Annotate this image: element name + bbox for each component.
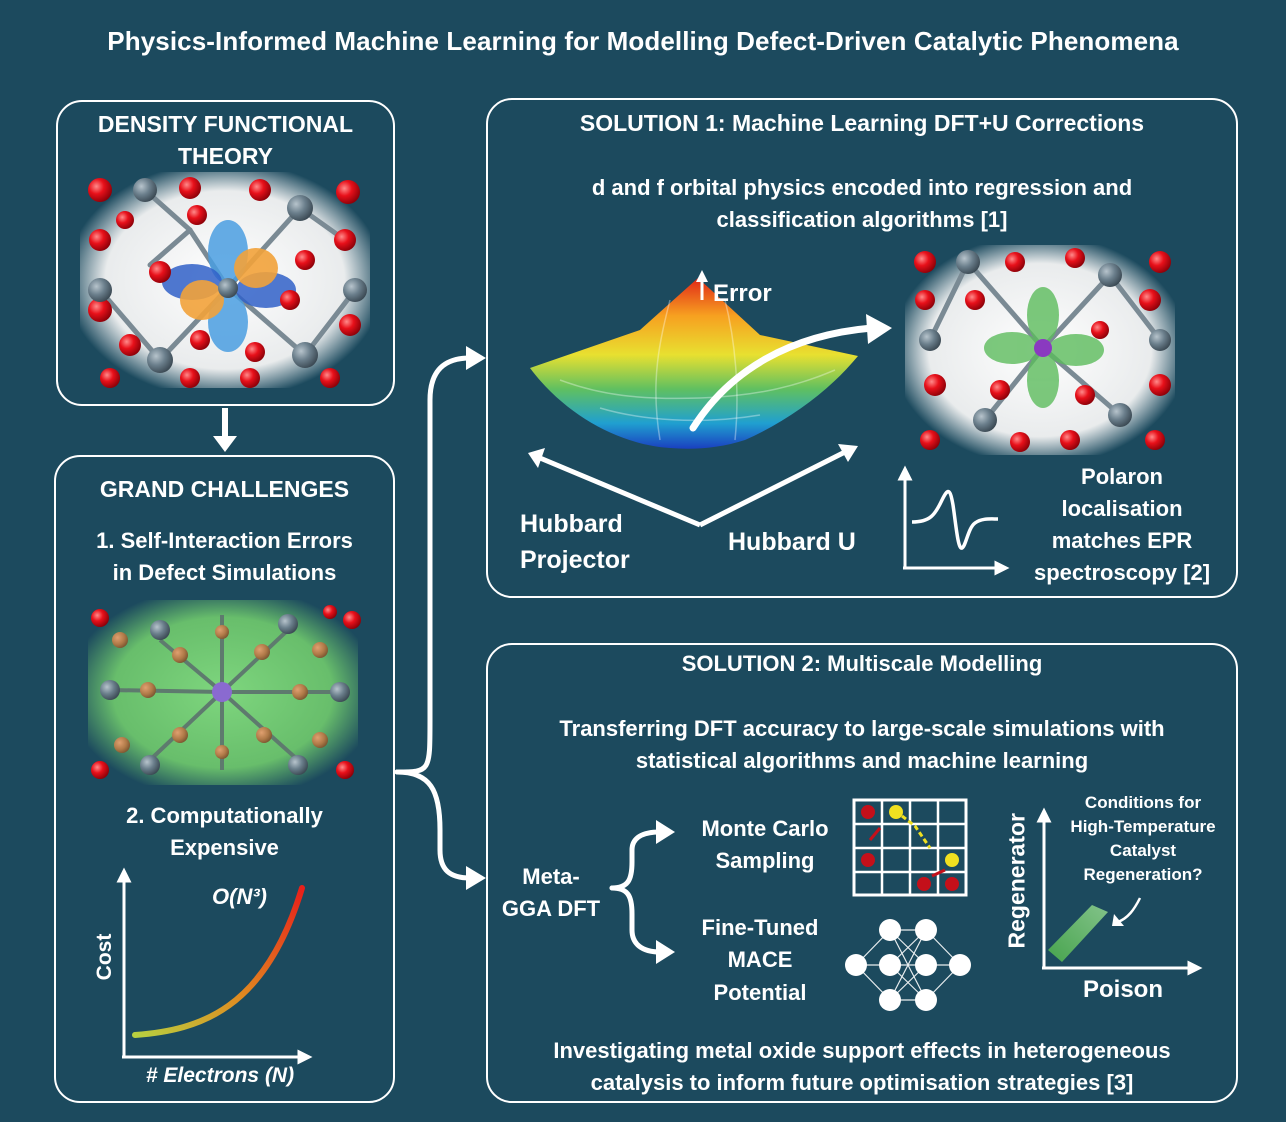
regen-x-label: Poison	[1082, 976, 1163, 1003]
polaron-line2: localisation	[1061, 496, 1183, 521]
hubbard-u-label: Hubbard U	[728, 528, 856, 556]
conditions-line4: Regeneration?	[1083, 865, 1203, 884]
error-axis	[696, 270, 708, 300]
hubbard-projector-line2: Projector	[520, 546, 630, 574]
challenges-panel	[54, 455, 395, 1103]
mace-line1: Fine-Tuned	[701, 915, 819, 940]
dft-panel	[56, 100, 395, 406]
error-surface	[530, 278, 858, 449]
page-title: Physics-Informed Machine Learning for Mo…	[107, 26, 1179, 56]
polaron-line4: spectroscopy [2]	[1033, 560, 1211, 585]
down-arrow	[213, 408, 237, 452]
optimisation-arrow	[689, 324, 876, 432]
challenges-heading: GRAND CHALLENGES	[99, 476, 350, 502]
dft-orbital-lobes	[162, 220, 296, 352]
dft-heading-line2: THEORY	[178, 143, 273, 169]
solution2-desc-line1: Transferring DFT accuracy to large-scale…	[559, 716, 1165, 741]
error-label: Error	[713, 280, 772, 307]
regen-y-label: Regenerator	[1003, 813, 1030, 949]
conditions-line2: High-Temperature	[1070, 817, 1216, 836]
solution2-heading: SOLUTION 2: Multiscale Modelling	[681, 651, 1043, 676]
meta-gga-branch	[609, 829, 663, 955]
challenge2-line2: Expensive	[170, 835, 279, 860]
monte-carlo-grid	[852, 798, 968, 897]
cost-curve	[132, 885, 305, 1038]
conditions-line1: Conditions for	[1084, 793, 1202, 812]
monte-carlo-line1: Monte Carlo	[701, 816, 829, 841]
solution2-footer-line2: catalysis to inform future optimisation …	[590, 1070, 1134, 1095]
neural-network-icon	[845, 919, 971, 1011]
solution2-desc-line2: statistical algorithms and machine learn…	[635, 748, 1089, 773]
hubbard-axes	[528, 444, 858, 528]
conditions-line3: Catalyst	[1109, 841, 1177, 860]
cost-x-label: # Electrons (N)	[145, 1064, 295, 1087]
cost-y-label: Cost	[93, 933, 116, 981]
dft-structure-image	[80, 172, 370, 388]
challenge1-line1: 1. Self-Interaction Errors	[96, 528, 353, 553]
cost-scaling-plot	[116, 867, 313, 1065]
regeneration-region	[1048, 905, 1108, 962]
mace-line3: Potential	[713, 980, 807, 1005]
epr-spectrum-plot	[897, 465, 1010, 576]
solution1-desc-line2: classification algorithms [1]	[716, 207, 1008, 232]
polaron-line3: matches EPR	[1051, 528, 1193, 553]
challenge1-line2: in Defect Simulations	[112, 560, 337, 585]
solution1-panel	[486, 98, 1238, 598]
solution1-desc-line1: d and f orbital physics encoded into reg…	[591, 175, 1133, 200]
polaron-structure-image	[905, 245, 1175, 455]
solution1-heading: SOLUTION 1: Machine Learning DFT+U Corre…	[579, 110, 1145, 136]
solution2-footer-line1: Investigating metal oxide support effect…	[553, 1038, 1171, 1063]
meta-gga-line2: GGA DFT	[501, 896, 601, 921]
branch-arrows	[394, 355, 473, 881]
hubbard-projector-line1: Hubbard	[520, 510, 623, 538]
challenge2-line1: 2. Computationally	[126, 803, 323, 828]
solution2-panel	[486, 643, 1238, 1103]
polaron-line1: Polaron	[1081, 464, 1163, 489]
regeneration-plot	[1036, 807, 1203, 976]
polaron-orbital-lobes	[984, 287, 1104, 408]
dft-heading-line1: DENSITY FUNCTIONAL	[97, 111, 354, 137]
mace-line2: MACE	[727, 947, 793, 972]
meta-gga-line1: Meta-	[522, 864, 580, 889]
defect-structure-image	[88, 600, 361, 785]
cost-curve-label: O(N³)	[212, 884, 267, 909]
monte-carlo-line2: Sampling	[715, 848, 815, 873]
